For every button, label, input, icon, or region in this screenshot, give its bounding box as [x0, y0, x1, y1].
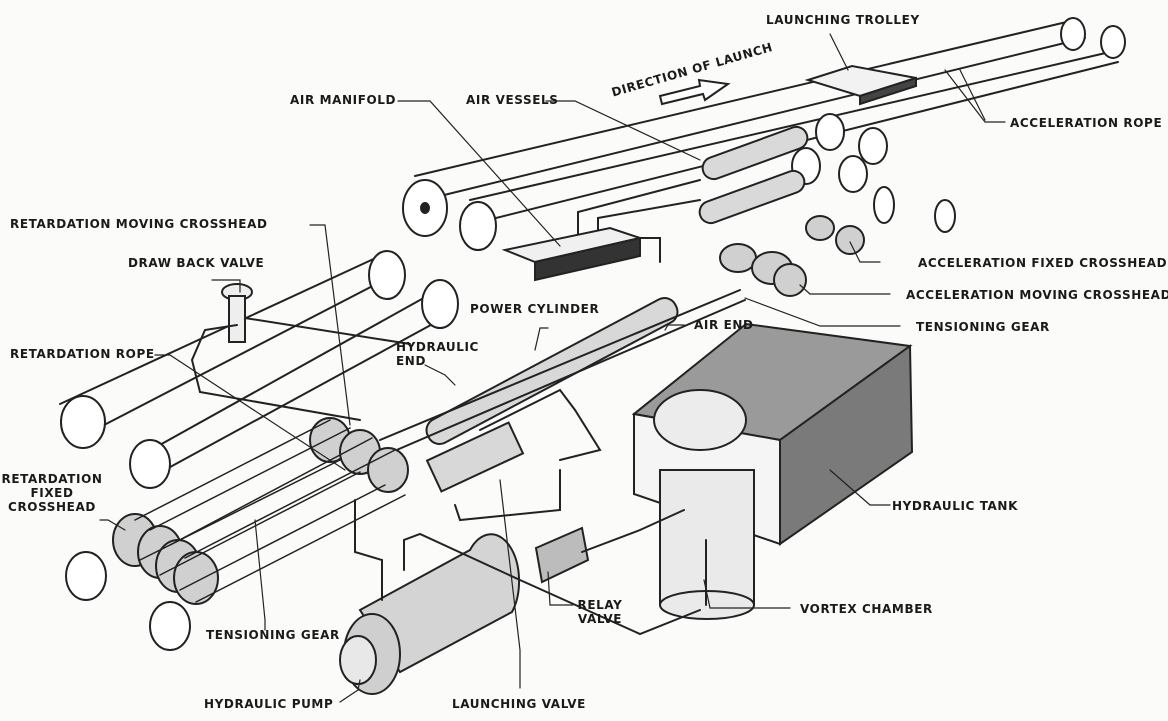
label-hydraulic-tank: HYDRAULIC TANK — [892, 499, 1018, 513]
sheave — [421, 279, 459, 329]
label-hydraulic-pump: HYDRAULIC PUMP — [204, 697, 334, 711]
sheave — [934, 199, 956, 233]
sheave — [129, 439, 171, 489]
label-retardation-rope: RETARDATION ROPE — [10, 347, 155, 361]
label-launching-trolley: LAUNCHING TROLLEY — [766, 13, 920, 27]
label-acceleration-fixed-crosshead: ACCELERATION FIXED CROSSHEAD — [918, 256, 1168, 270]
diagram-artwork — [59, 17, 1126, 703]
label-launching-valve: LAUNCHING VALVE — [452, 697, 586, 711]
hydraulic-pump — [339, 499, 701, 695]
label-hydraulic-end: HYDRAULIC END — [396, 340, 479, 368]
label-retardation-fixed-crosshead-line2: FIXED — [30, 486, 74, 500]
draw-back-valve — [190, 283, 411, 421]
leader-lines — [99, 33, 1006, 703]
label-hydraulic-end-line2: END — [396, 354, 427, 368]
sheave — [873, 186, 895, 224]
launching-trolley — [804, 64, 917, 106]
sheave — [459, 201, 497, 251]
label-draw-back-valve: DRAW BACK VALVE — [128, 256, 265, 270]
air-vessels — [698, 125, 809, 225]
track-rails — [59, 19, 1119, 479]
sheave — [368, 250, 406, 300]
label-power-cylinder: POWER CYLINDER — [470, 302, 600, 316]
label-retardation-fixed-crosshead-line1: RETARDATION — [1, 472, 103, 486]
label-relay-valve-line2: VALVE — [577, 612, 623, 626]
retardation-crossheads — [112, 417, 409, 605]
label-retardation-moving-crosshead: RETARDATION MOVING CROSSHEAD — [10, 217, 268, 231]
sheave — [1100, 25, 1126, 59]
sheave — [838, 155, 868, 193]
label-acceleration-moving-crosshead: ACCELERATION MOVING CROSSHEAD — [906, 288, 1168, 302]
sheaves — [60, 17, 1126, 651]
sheave — [149, 601, 191, 651]
label-vortex-chamber: VORTEX CHAMBER — [800, 602, 933, 616]
sheave — [60, 395, 106, 449]
label-air-manifold: AIR MANIFOLD — [290, 93, 397, 107]
label-tensioning-gear-right: TENSIONING GEAR — [916, 320, 1050, 334]
label-tensioning-gear-left: TENSIONING GEAR — [206, 628, 340, 642]
launching-valve — [425, 388, 602, 522]
label-air-end: AIR END — [694, 318, 754, 332]
label-retardation-fixed-crosshead: RETARDATION FIXED CROSSHEAD — [1, 472, 102, 514]
sheave — [1060, 17, 1086, 51]
acceleration-crossheads — [719, 215, 865, 297]
sheave — [858, 127, 888, 165]
label-relay-valve-line1: RELAY — [577, 598, 623, 612]
label-retardation-fixed-crosshead-line3: CROSSHEAD — [8, 500, 96, 514]
retardation-rope-bundle — [134, 419, 406, 603]
direction-arrow — [658, 78, 731, 106]
power-cylinder — [379, 289, 746, 456]
sheave — [815, 113, 845, 151]
label-acceleration-rope: ACCELERATION ROPE — [1010, 116, 1163, 130]
label-relay-valve: RELAY VALVE — [578, 598, 623, 626]
air-manifold — [501, 179, 701, 282]
relay-valve — [534, 509, 685, 584]
label-hydraulic-end-line1: HYDRAULIC — [396, 340, 479, 354]
hydraulic-tank — [631, 322, 914, 546]
label-air-vessels: AIR VESSELS — [466, 93, 559, 107]
vortex-chamber — [659, 469, 755, 620]
sheave — [65, 551, 107, 601]
